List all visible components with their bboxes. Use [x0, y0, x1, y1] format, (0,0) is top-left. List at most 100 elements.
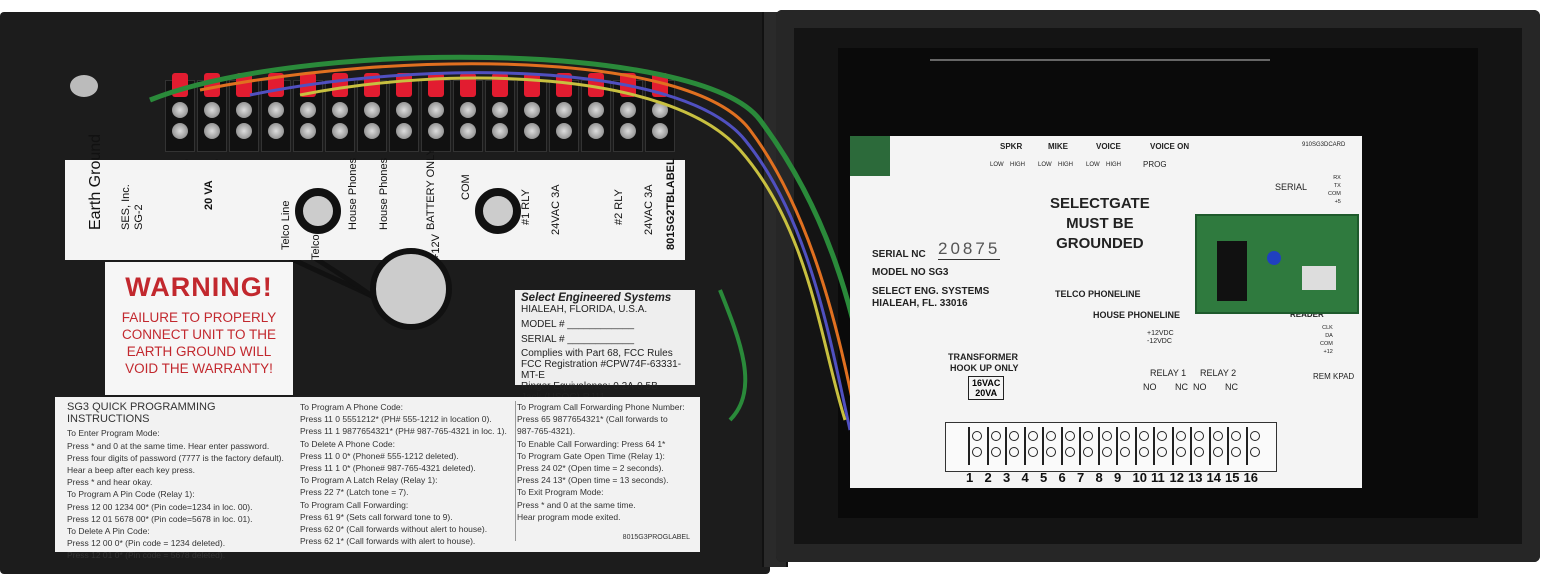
reader-daughter-card — [1195, 214, 1359, 314]
instruction-line: To Program A Latch Relay (Relay 1): — [300, 475, 438, 486]
relay2-label: #2 RLY — [613, 189, 625, 225]
low-label: LOW — [1086, 162, 1100, 168]
fcc-line: FCC Registration #CPW74F-63331-MT-E — [521, 359, 682, 381]
instruction-line: Press 11 0 0* (Phone# 555-1212 deleted). — [300, 450, 459, 461]
telco-line-label: Telco Line — [280, 200, 292, 250]
terminal-number: 11 — [1151, 470, 1165, 485]
board-terminal — [1153, 427, 1169, 465]
terminal-number: 1 — [966, 470, 974, 485]
instruction-line: To Enter Program Mode: — [67, 428, 160, 439]
instructions-title: SG3 QUICK PROGRAMMING INSTRUCTIONS — [67, 401, 216, 426]
terminal-label: Earth Ground SES, Inc. SG-2 20 VA Telco … — [65, 134, 685, 330]
fcc-line: Complies with Part 68, FCC Rules — [521, 348, 673, 359]
instruction-line: Press 11 1 9877654321* (PH# 987-765-4321… — [300, 426, 507, 437]
pin-label: DA — [1325, 333, 1333, 339]
terminal-number: 3 — [1003, 470, 1011, 485]
serial-number-label: SERIAL NC — [872, 249, 926, 260]
instruction-line: Press 11 0 5551212* (PH# 555-1212 in loc… — [300, 414, 492, 425]
pin-label: TX — [1333, 183, 1341, 189]
low-label: LOW — [990, 162, 1004, 168]
house-phones-label-2: House Phones — [378, 157, 390, 230]
instruction-line: To Program Call Forwarding: — [300, 499, 409, 510]
va-label: 20VA — [975, 388, 998, 398]
model-field: MODEL # ____________ — [521, 319, 635, 330]
headline-line: SELECTGATE — [1050, 195, 1150, 212]
company-address: HIALEAH, FL. 33016 — [872, 298, 968, 309]
board-terminal — [1079, 427, 1095, 465]
ic-chip — [1217, 241, 1247, 301]
terminal-screw — [453, 73, 483, 152]
instruction-line: Press 12 00 1234 00* (Pin code=1234 in l… — [67, 501, 253, 512]
low-label: LOW — [1038, 162, 1052, 168]
high-label: HIGH — [1106, 162, 1121, 168]
board-terminal — [1116, 427, 1132, 465]
warning-line: EARTH GROUND WILL — [126, 344, 272, 359]
instruction-line: Press 62 1* (Call forwards with alert to… — [300, 536, 476, 547]
board-terminal — [1171, 427, 1188, 465]
plus-12vdc-label: +12VDC — [1147, 330, 1174, 337]
instruction-line: To Program A Phone Code: — [300, 402, 404, 412]
instructions-part-label: 8015G3PROGLABEL — [622, 533, 690, 541]
connector-pcb — [850, 136, 890, 176]
terminal-screw — [549, 73, 579, 152]
pin-label: +5 — [1334, 199, 1341, 205]
board-terminal — [986, 427, 1003, 465]
nc-label: NC — [1175, 382, 1188, 392]
instruction-line: 987-765-4321). — [517, 426, 576, 437]
cable-grommet — [295, 188, 341, 234]
warning-line: FAILURE TO PROPERLY — [121, 310, 277, 325]
terminal-number: 12 — [1169, 470, 1184, 485]
terminal-number: 6 — [1058, 470, 1066, 485]
fcc-line: Ringer Equivalence: 0.2A-0.5B — [521, 381, 658, 392]
instruction-line: Press four digits of password (7777 is t… — [67, 452, 284, 463]
terminal-screw — [517, 73, 547, 152]
terminal-number: 5 — [1040, 470, 1048, 485]
terminal-number: 13 — [1188, 470, 1203, 485]
voice-label: VOICE — [1096, 142, 1121, 151]
terminal-number: 2 — [984, 470, 992, 485]
transformer-label: HOOK UP ONLY — [950, 363, 1019, 373]
vac-label: 16VAC — [972, 378, 1001, 388]
board-terminal — [1097, 427, 1114, 465]
relay1-rating-label: 24VAC 3A — [550, 184, 562, 235]
terminal-screw — [581, 73, 611, 152]
instruction-line: To Program Gate Open Time (Relay 1): — [517, 450, 665, 461]
pin-label: +12 — [1323, 349, 1333, 355]
card-part-label: 910SG3DCARD — [1302, 142, 1346, 148]
rem-kpad-label: REM KPAD — [1313, 372, 1355, 381]
instruction-line: Press 62 0* (Call forwards without alert… — [300, 524, 488, 535]
instruction-line: To Delete A Pin Code: — [67, 526, 150, 537]
wing-nut — [70, 75, 98, 97]
spkr-label: SPKR — [1000, 142, 1023, 151]
telco-phoneline-label: TELCO PHONELINE — [1055, 289, 1141, 299]
instruction-line: Press * and hear okay. — [67, 477, 153, 488]
manufacturer-city: HIALEAH, FLORIDA, U.S.A. — [521, 304, 648, 315]
terminal-number: 14 — [1206, 470, 1221, 485]
no-label: NO — [1193, 382, 1207, 392]
instruction-line: To Enable Call Forwarding: Press 64 1* — [517, 438, 666, 449]
board-terminal — [1245, 427, 1262, 465]
transformer-label: TRANSFORMER — [948, 352, 1018, 362]
cable-grommet-2 — [475, 188, 521, 234]
instruction-line: To Program Call Forwarding Phone Number: — [517, 402, 685, 412]
instruction-line: To Exit Program Mode: — [517, 487, 604, 498]
instruction-line: Press 12 00 0* (Pin code = 1234 deleted)… — [67, 538, 226, 549]
com-label: COM — [460, 174, 472, 200]
terminal-number: 4 — [1021, 470, 1029, 485]
headline-line: GROUNDED — [1056, 235, 1144, 252]
board-terminal-strip — [945, 422, 1277, 472]
relay2-rating-label: 24VAC 3A — [643, 184, 655, 235]
instruction-line: Press 24 02* (Open time = 2 seconds). — [517, 463, 664, 474]
terminal-number: 10 — [1132, 470, 1147, 485]
instruction-line: Hear program mode exited. — [517, 511, 621, 522]
model-number: MODEL NO SG3 — [872, 267, 949, 278]
instruction-line: Press 61 9* (Sets call forward tone to 9… — [300, 511, 453, 522]
pin-label: CLK — [1322, 325, 1333, 331]
terminal-screw — [325, 73, 355, 152]
warning-line: VOID THE WARRANTY! — [125, 361, 273, 376]
reader-label: READER — [1290, 310, 1324, 319]
manufacturer-label: Select Engineered Systems HIALEAH, FLORI… — [515, 290, 695, 403]
voice-on-label: VOICE ON — [1150, 142, 1190, 151]
